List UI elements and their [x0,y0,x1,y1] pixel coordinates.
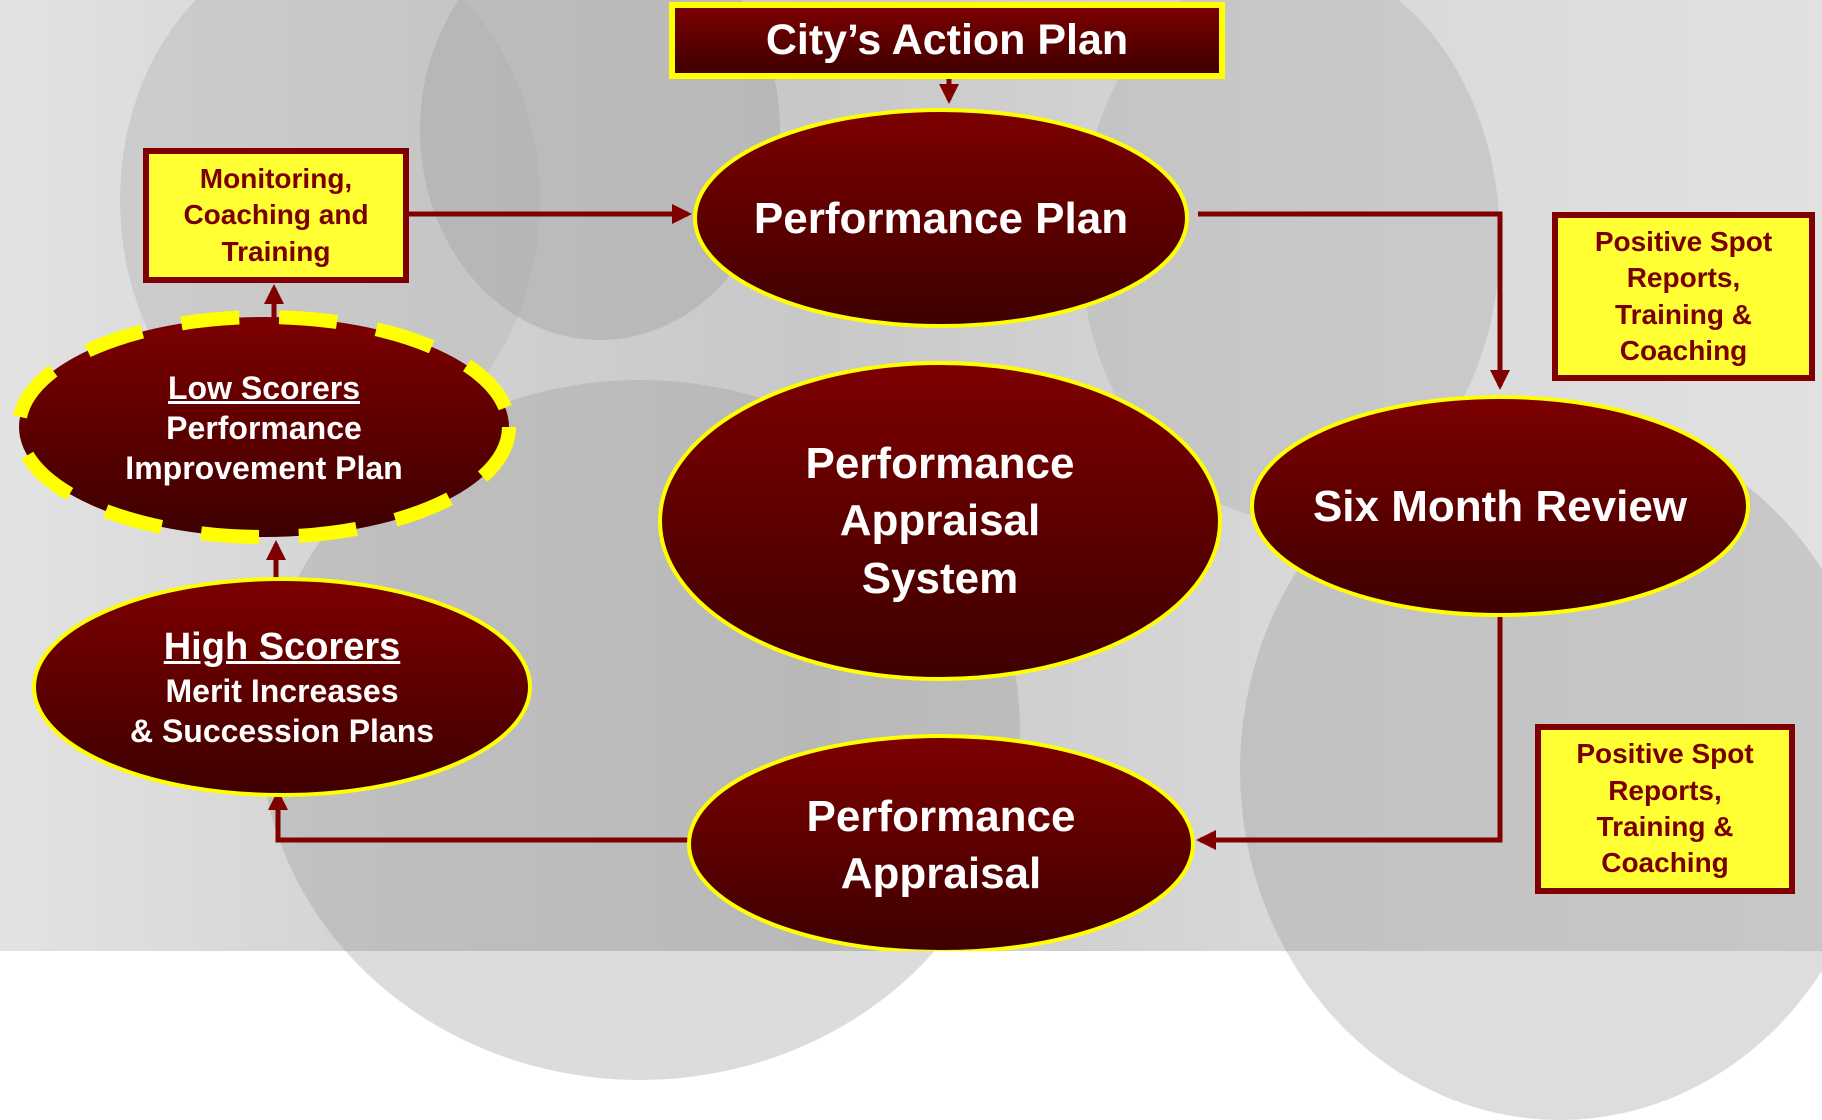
spot-top-line-1: Positive Spot [1594,225,1773,257]
action-plan-title: City’s Action Plan [765,15,1129,64]
spot-top-line-2: Reports, [1626,262,1741,294]
center-line-2: Appraisal [839,496,1041,546]
monitoring-note-label: Monitoring, Coaching and Training [146,151,406,280]
arrow-six-month-to-appraisal [1196,617,1503,850]
high-scorers-line-1: Merit Increases [165,673,399,710]
six-month-review-label: Six Month Review [1312,481,1688,531]
connectors [264,76,1510,850]
low-scorers-title: Low Scorers [167,369,361,406]
low-scorers-label: Low Scorers Performance Improvement Plan [19,350,509,505]
arrow-plan-to-six-month [1198,211,1510,390]
low-scorers-node [12,310,516,544]
performance-appraisal-system-label: Performance Appraisal System [660,405,1220,637]
action-plan-box [669,2,1225,79]
high-scorers-label: High Scorers Merit Increases & Successio… [34,610,530,765]
spot-reports-bottom-box [1535,724,1795,894]
center-line-3: System [861,553,1019,603]
high-scorers-node [32,577,532,797]
performance-plan-label: Performance Plan [753,193,1129,243]
spot-bottom-line-4: Coaching [1601,847,1729,879]
low-scorers-line-2: Improvement Plan [125,449,403,486]
performance-appraisal-system-node [658,361,1222,681]
appraisal-line-2: Appraisal [840,849,1042,898]
performance-plan-node [693,108,1189,328]
spot-reports-bottom-label: Positive Spot Reports, Training & Coachi… [1538,727,1792,891]
appraisal-line-1: Performance [806,791,1076,841]
performance-appraisal-node [687,734,1195,951]
monitoring-line-2: Coaching and [183,199,369,231]
monitoring-note-box [143,148,409,283]
low-scorers-line-1: Performance [166,409,362,446]
high-scorers-line-2: & Succession Plans [129,713,435,750]
spot-reports-top-label: Positive Spot Reports, Training & Coachi… [1555,215,1812,378]
performance-cycle-diagram [12,2,1815,951]
spot-bottom-line-1: Positive Spot [1576,738,1754,770]
high-scorers-title: High Scorers [163,625,401,668]
center-line-1: Performance [805,439,1075,489]
spot-bottom-line-2: Reports, [1608,774,1722,806]
monitoring-line-3: Training [221,235,331,267]
performance-appraisal-label: Performance Appraisal [689,778,1193,912]
spot-reports-top-box [1552,212,1815,381]
arrow-appraisal-to-high [268,790,688,843]
spot-bottom-line-3: Training & [1596,811,1734,842]
monitoring-line-1: Monitoring, [199,162,353,194]
spot-top-line-3: Training & [1615,298,1752,330]
six-month-review-node [1250,395,1750,617]
spot-top-line-4: Coaching [1619,334,1748,366]
